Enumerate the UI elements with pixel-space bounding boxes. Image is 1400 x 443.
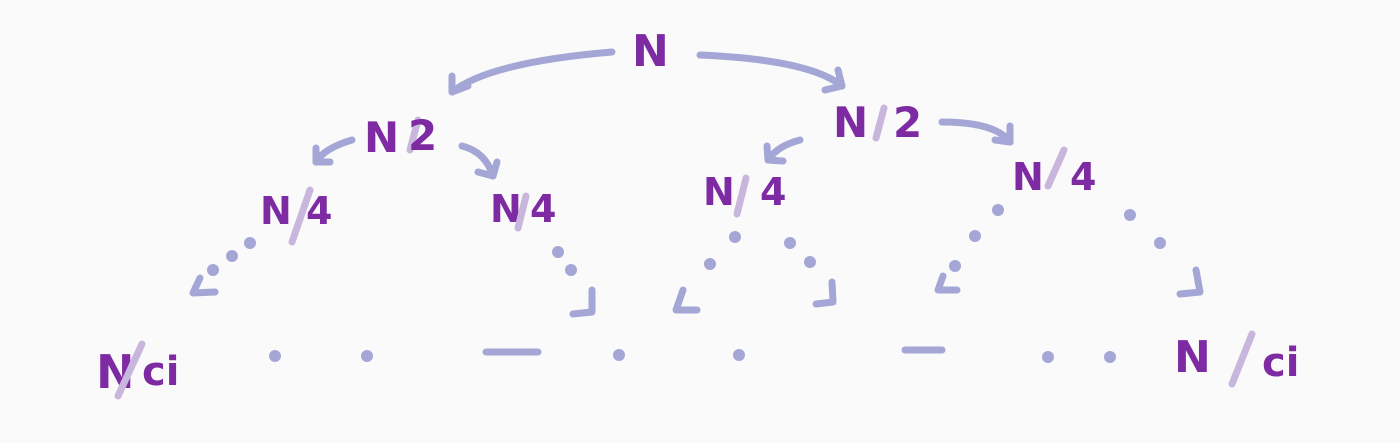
node-root: N <box>632 26 669 77</box>
arrow-right-half-to-right-quarter <box>938 118 1014 146</box>
arrow-left-half-to-right-quarter <box>458 142 501 180</box>
arrow-root-to-left-half <box>448 48 616 96</box>
quarter-4-denominator: 4 <box>1070 155 1096 199</box>
node-leaf-right: N ci <box>1174 330 1299 388</box>
quarter-1-numerator: N <box>260 189 292 233</box>
node-quarter-3: N 4 <box>703 170 786 218</box>
leaf-left-denominator: ci <box>142 349 179 395</box>
arrow-root-to-right-half <box>696 51 846 94</box>
arrow-left-half-to-left-quarter <box>312 136 356 166</box>
node-quarter-4: N 4 <box>1012 146 1096 199</box>
node-leaf-left: N ci <box>96 340 179 400</box>
quarter-4-numerator: N <box>1012 155 1044 199</box>
right-half-numerator: N <box>833 98 868 147</box>
dotted-path-fifth <box>934 204 1004 294</box>
right-half-denominator: 2 <box>893 98 922 147</box>
node-right-half: N 2 <box>833 98 922 147</box>
dotted-path-second <box>552 246 596 318</box>
quarter-1-denominator: 4 <box>306 189 332 233</box>
node-left-half: N 2 <box>364 111 437 162</box>
quarter-2-denominator: 4 <box>530 187 556 231</box>
dotted-path-rightmost <box>1124 209 1204 298</box>
dotted-path-fourth <box>784 237 837 308</box>
node-quarter-1: N 4 <box>260 186 332 246</box>
bottom-ellipsis <box>269 346 1116 363</box>
leaf-right-numerator: N <box>1174 332 1211 383</box>
dotted-path-third <box>672 231 741 314</box>
arrow-right-half-to-left-quarter <box>763 136 804 165</box>
leaf-right-denominator: ci <box>1262 340 1299 386</box>
quarter-3-denominator: 4 <box>760 170 786 214</box>
dotted-path-leftmost <box>189 237 256 297</box>
left-half-denominator: 2 <box>408 111 437 160</box>
quarter-3-numerator: N <box>703 170 735 214</box>
root-numerator: N <box>632 26 669 77</box>
node-quarter-2: N 4 <box>490 187 556 232</box>
left-half-numerator: N <box>364 113 399 162</box>
